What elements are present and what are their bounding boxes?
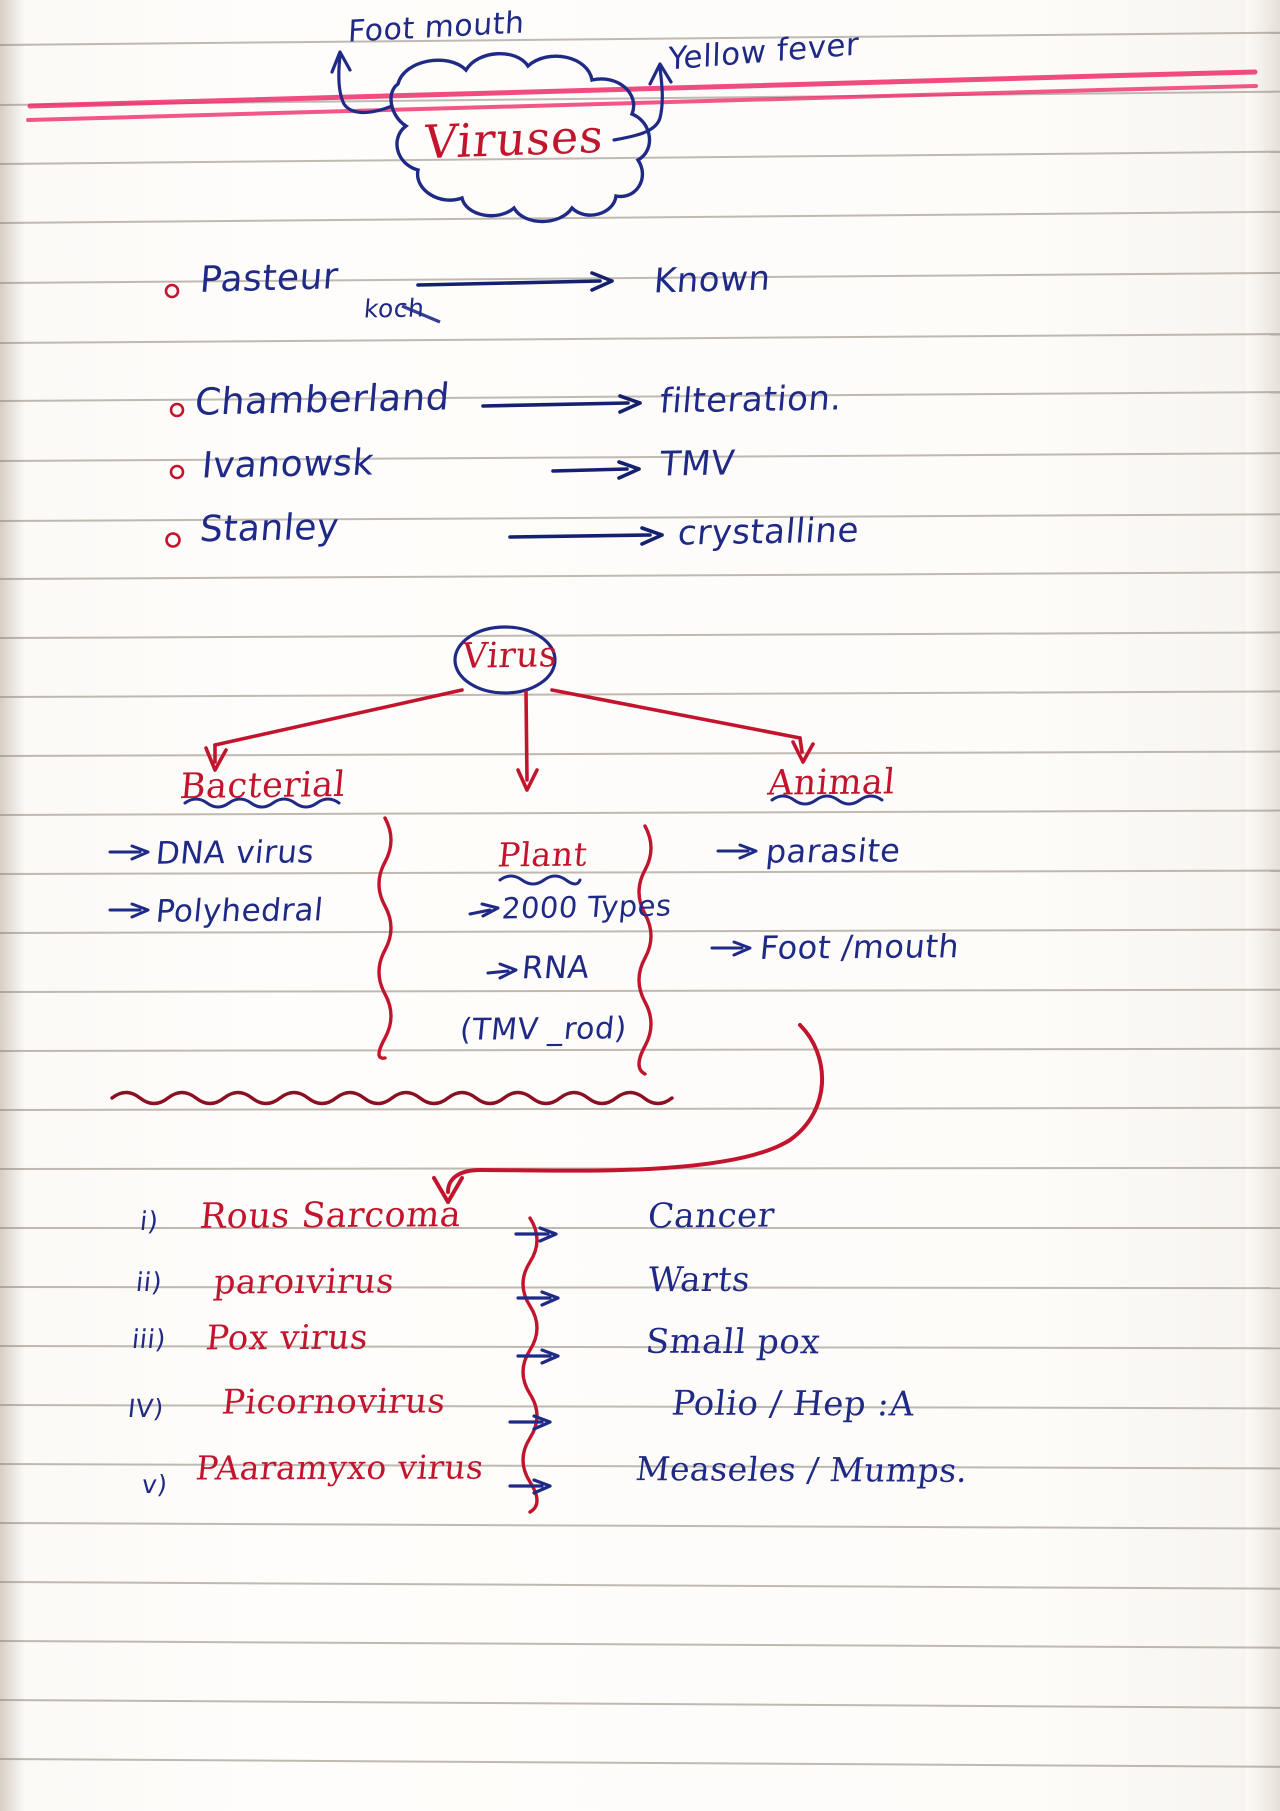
branch-label-bacterial: Bacterial <box>178 764 348 808</box>
list-disease: Measeles / Mumps. <box>633 1449 971 1490</box>
list-disease: Cancer <box>646 1195 777 1237</box>
list-virus: paroıvirus <box>212 1261 397 1303</box>
rule-line <box>0 513 1280 522</box>
brace-right <box>637 824 653 1076</box>
discoverer-subname: koch <box>362 293 426 324</box>
rule-line <box>0 1106 1280 1111</box>
branch-label-animal: Animal <box>766 762 898 804</box>
arrow-yellow-fever <box>612 62 673 142</box>
list-numeral: iii) <box>130 1325 168 1355</box>
rule-line <box>0 31 1280 46</box>
branch-item-animal-1: Foot /mouth <box>758 927 962 967</box>
underline-plant <box>498 874 582 886</box>
branch-label-plant: Plant <box>496 834 590 875</box>
discoverer-result: Known <box>652 258 773 302</box>
pink-highlight-lines <box>26 69 1258 122</box>
rule-line <box>0 1166 1280 1170</box>
rule-line <box>0 1640 1280 1649</box>
bullet-markers <box>164 283 185 548</box>
discoverer-arrows <box>416 271 664 546</box>
list-numeral: v) <box>140 1470 170 1499</box>
rule-line <box>0 571 1280 580</box>
paper-left-edge <box>0 0 26 1811</box>
branch-note-plant: (TMV _rod) <box>458 1011 629 1048</box>
discoverer-result: filteration. <box>658 378 844 422</box>
rule-line <box>0 150 1280 165</box>
rule-line <box>0 928 1280 934</box>
rule-line <box>0 271 1280 284</box>
discoverer-result: TMV <box>658 443 737 485</box>
rule-line <box>0 1581 1280 1590</box>
discoverer-name: Pasteur <box>198 256 340 301</box>
rule-line <box>0 1047 1280 1052</box>
wavy-separator <box>110 1090 674 1106</box>
tree-root-label: Virus <box>460 635 560 677</box>
discoverer-name: Chamberland <box>193 375 452 424</box>
branch-item-bacterial-0: DNA virus <box>154 834 316 872</box>
list-numeral: i) <box>138 1207 160 1237</box>
rule-line <box>0 1404 1280 1410</box>
rule-line <box>0 1699 1280 1709</box>
rule-line <box>0 1522 1280 1530</box>
rule-line <box>0 750 1280 757</box>
rule-line <box>0 631 1280 639</box>
rule-line <box>0 1758 1280 1768</box>
arrow-foot-mouth <box>330 50 394 115</box>
rule-line <box>0 988 1280 993</box>
list-disease: Small pox <box>643 1321 823 1363</box>
curved-arrow-to-list <box>432 1023 825 1204</box>
page-title: Viruses <box>421 108 607 170</box>
discoverer-name: Stanley <box>198 506 341 551</box>
list-virus: Rous Sarcoma <box>198 1195 464 1237</box>
rule-line <box>0 391 1280 402</box>
brace-left <box>377 816 393 1060</box>
list-virus: Picornovirus <box>220 1381 448 1423</box>
rule-line <box>0 1345 1280 1350</box>
rule-line <box>0 90 1280 106</box>
list-numeral: IV) <box>126 1394 166 1423</box>
rule-line <box>0 333 1280 344</box>
branch-item-animal-0: parasite <box>764 831 903 871</box>
label-yellow-fever: Yellow fever <box>667 26 860 78</box>
discoverer-name: Ivanowsk <box>200 442 376 487</box>
rule-line <box>0 809 1280 816</box>
list-numeral: ii) <box>134 1268 164 1298</box>
rule-line <box>0 1286 1280 1290</box>
list-virus: PAaramyxo virus <box>194 1447 486 1488</box>
list-disease: Warts <box>646 1259 753 1301</box>
list-disease: Polio / Hep :A <box>669 1383 917 1425</box>
list-brace <box>521 1216 539 1514</box>
rule-line <box>0 452 1280 462</box>
label-foot-mouth: Foot mouth <box>347 5 526 50</box>
branch-item-bacterial-1: Polyhedral <box>154 892 325 930</box>
rule-line <box>0 210 1280 224</box>
discoverer-result: crystalline <box>676 510 861 554</box>
paper-right-edge <box>1246 0 1280 1811</box>
list-virus: Pox virus <box>204 1317 371 1359</box>
rule-line <box>0 690 1280 698</box>
list-arrows <box>508 1226 560 1495</box>
branch-item-plant-0: 2000 Types <box>500 888 674 926</box>
rule-line <box>0 1227 1280 1229</box>
branch-item-plant-1: RNA <box>520 949 592 987</box>
